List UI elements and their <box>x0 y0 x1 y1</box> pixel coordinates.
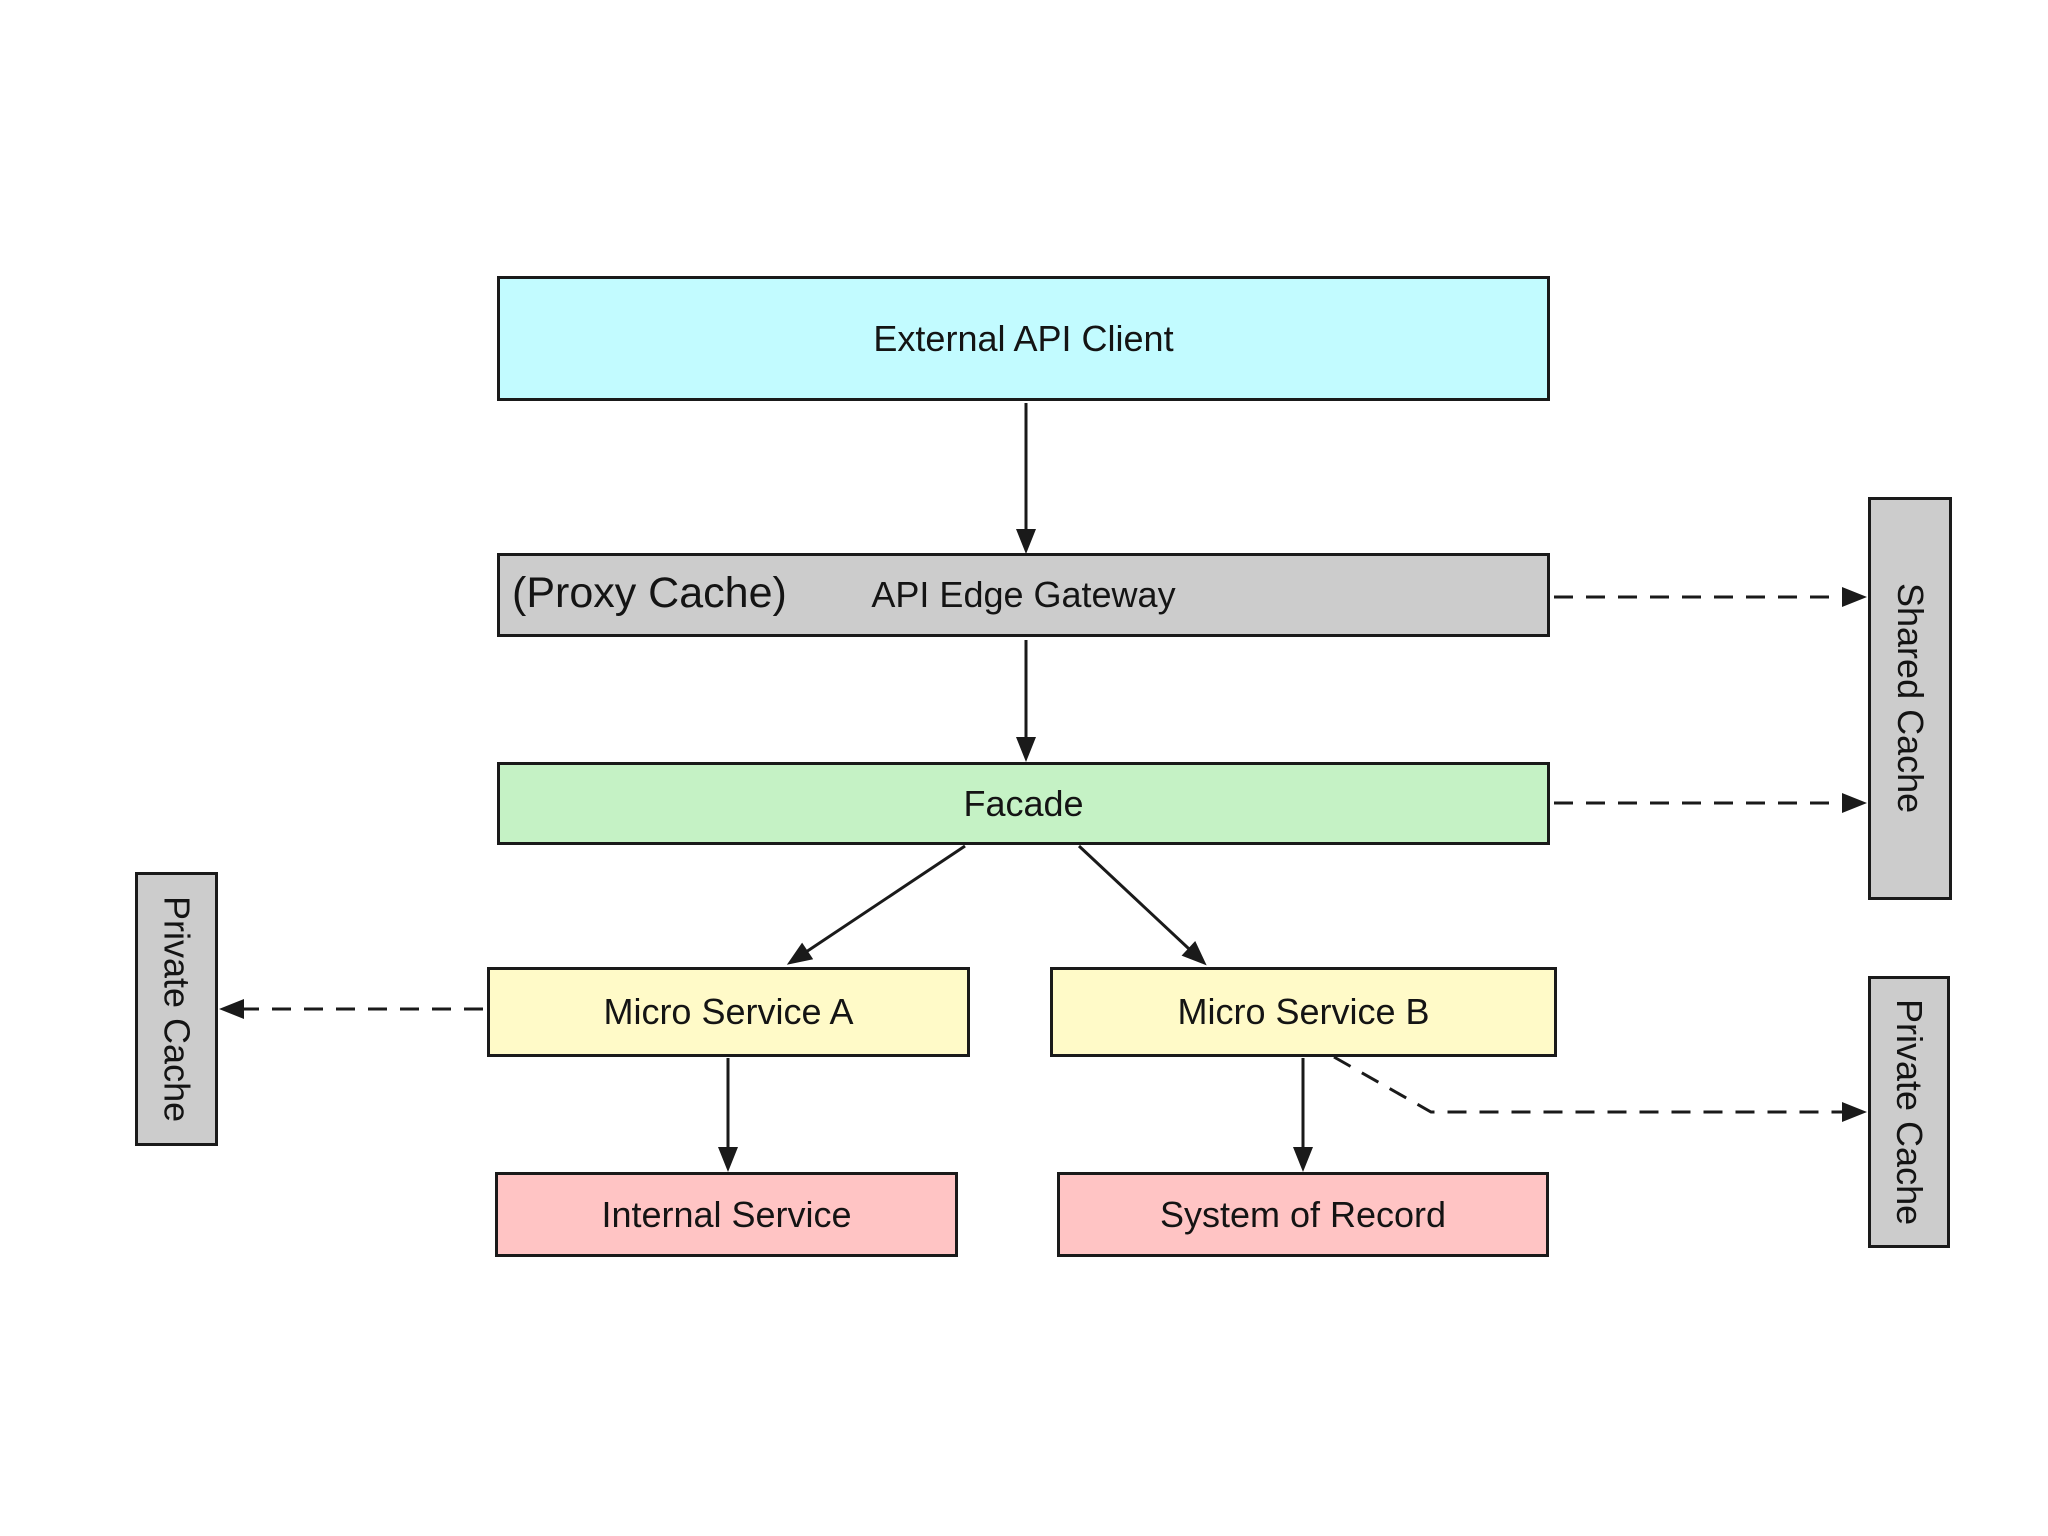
internal-service-label: Internal Service <box>601 1193 852 1235</box>
external-api-client-label: External API Client <box>873 317 1174 359</box>
micro-service-b-label: Micro Service B <box>1177 991 1430 1032</box>
facade-label: Facade <box>963 782 1084 824</box>
node-micro-service-b: Micro Service B <box>1050 967 1557 1057</box>
api-edge-gateway-label: API Edge Gateway <box>871 574 1176 615</box>
node-external-api-client: External API Client <box>497 276 1550 401</box>
edge-facade-to-micro-service-a <box>786 844 966 965</box>
node-internal-service: Internal Service <box>495 1172 958 1257</box>
edge-micro-service-b-to-private-cache-right <box>1333 1055 1867 1122</box>
node-api-edge-gateway: (Proxy Cache) API Edge Gateway <box>497 553 1550 637</box>
node-shared-cache: Shared Cache <box>1868 497 1952 900</box>
proxy-cache-annotation: (Proxy Cache) <box>512 568 787 617</box>
shared-cache-label: Shared Cache <box>1890 583 1931 814</box>
node-micro-service-a: Micro Service A <box>487 967 970 1057</box>
node-private-cache-left: Private Cache <box>135 872 218 1146</box>
node-private-cache-right: Private Cache <box>1868 976 1950 1248</box>
micro-service-a-label: Micro Service A <box>603 991 854 1032</box>
node-facade: Facade <box>497 762 1550 845</box>
private-cache-left-label: Private Cache <box>156 895 198 1123</box>
system-of-record-label: System of Record <box>1159 1193 1447 1235</box>
private-cache-right-label: Private Cache <box>1889 998 1930 1226</box>
node-system-of-record: System of Record <box>1057 1172 1549 1257</box>
edge-facade-to-micro-service-b <box>1077 844 1207 966</box>
